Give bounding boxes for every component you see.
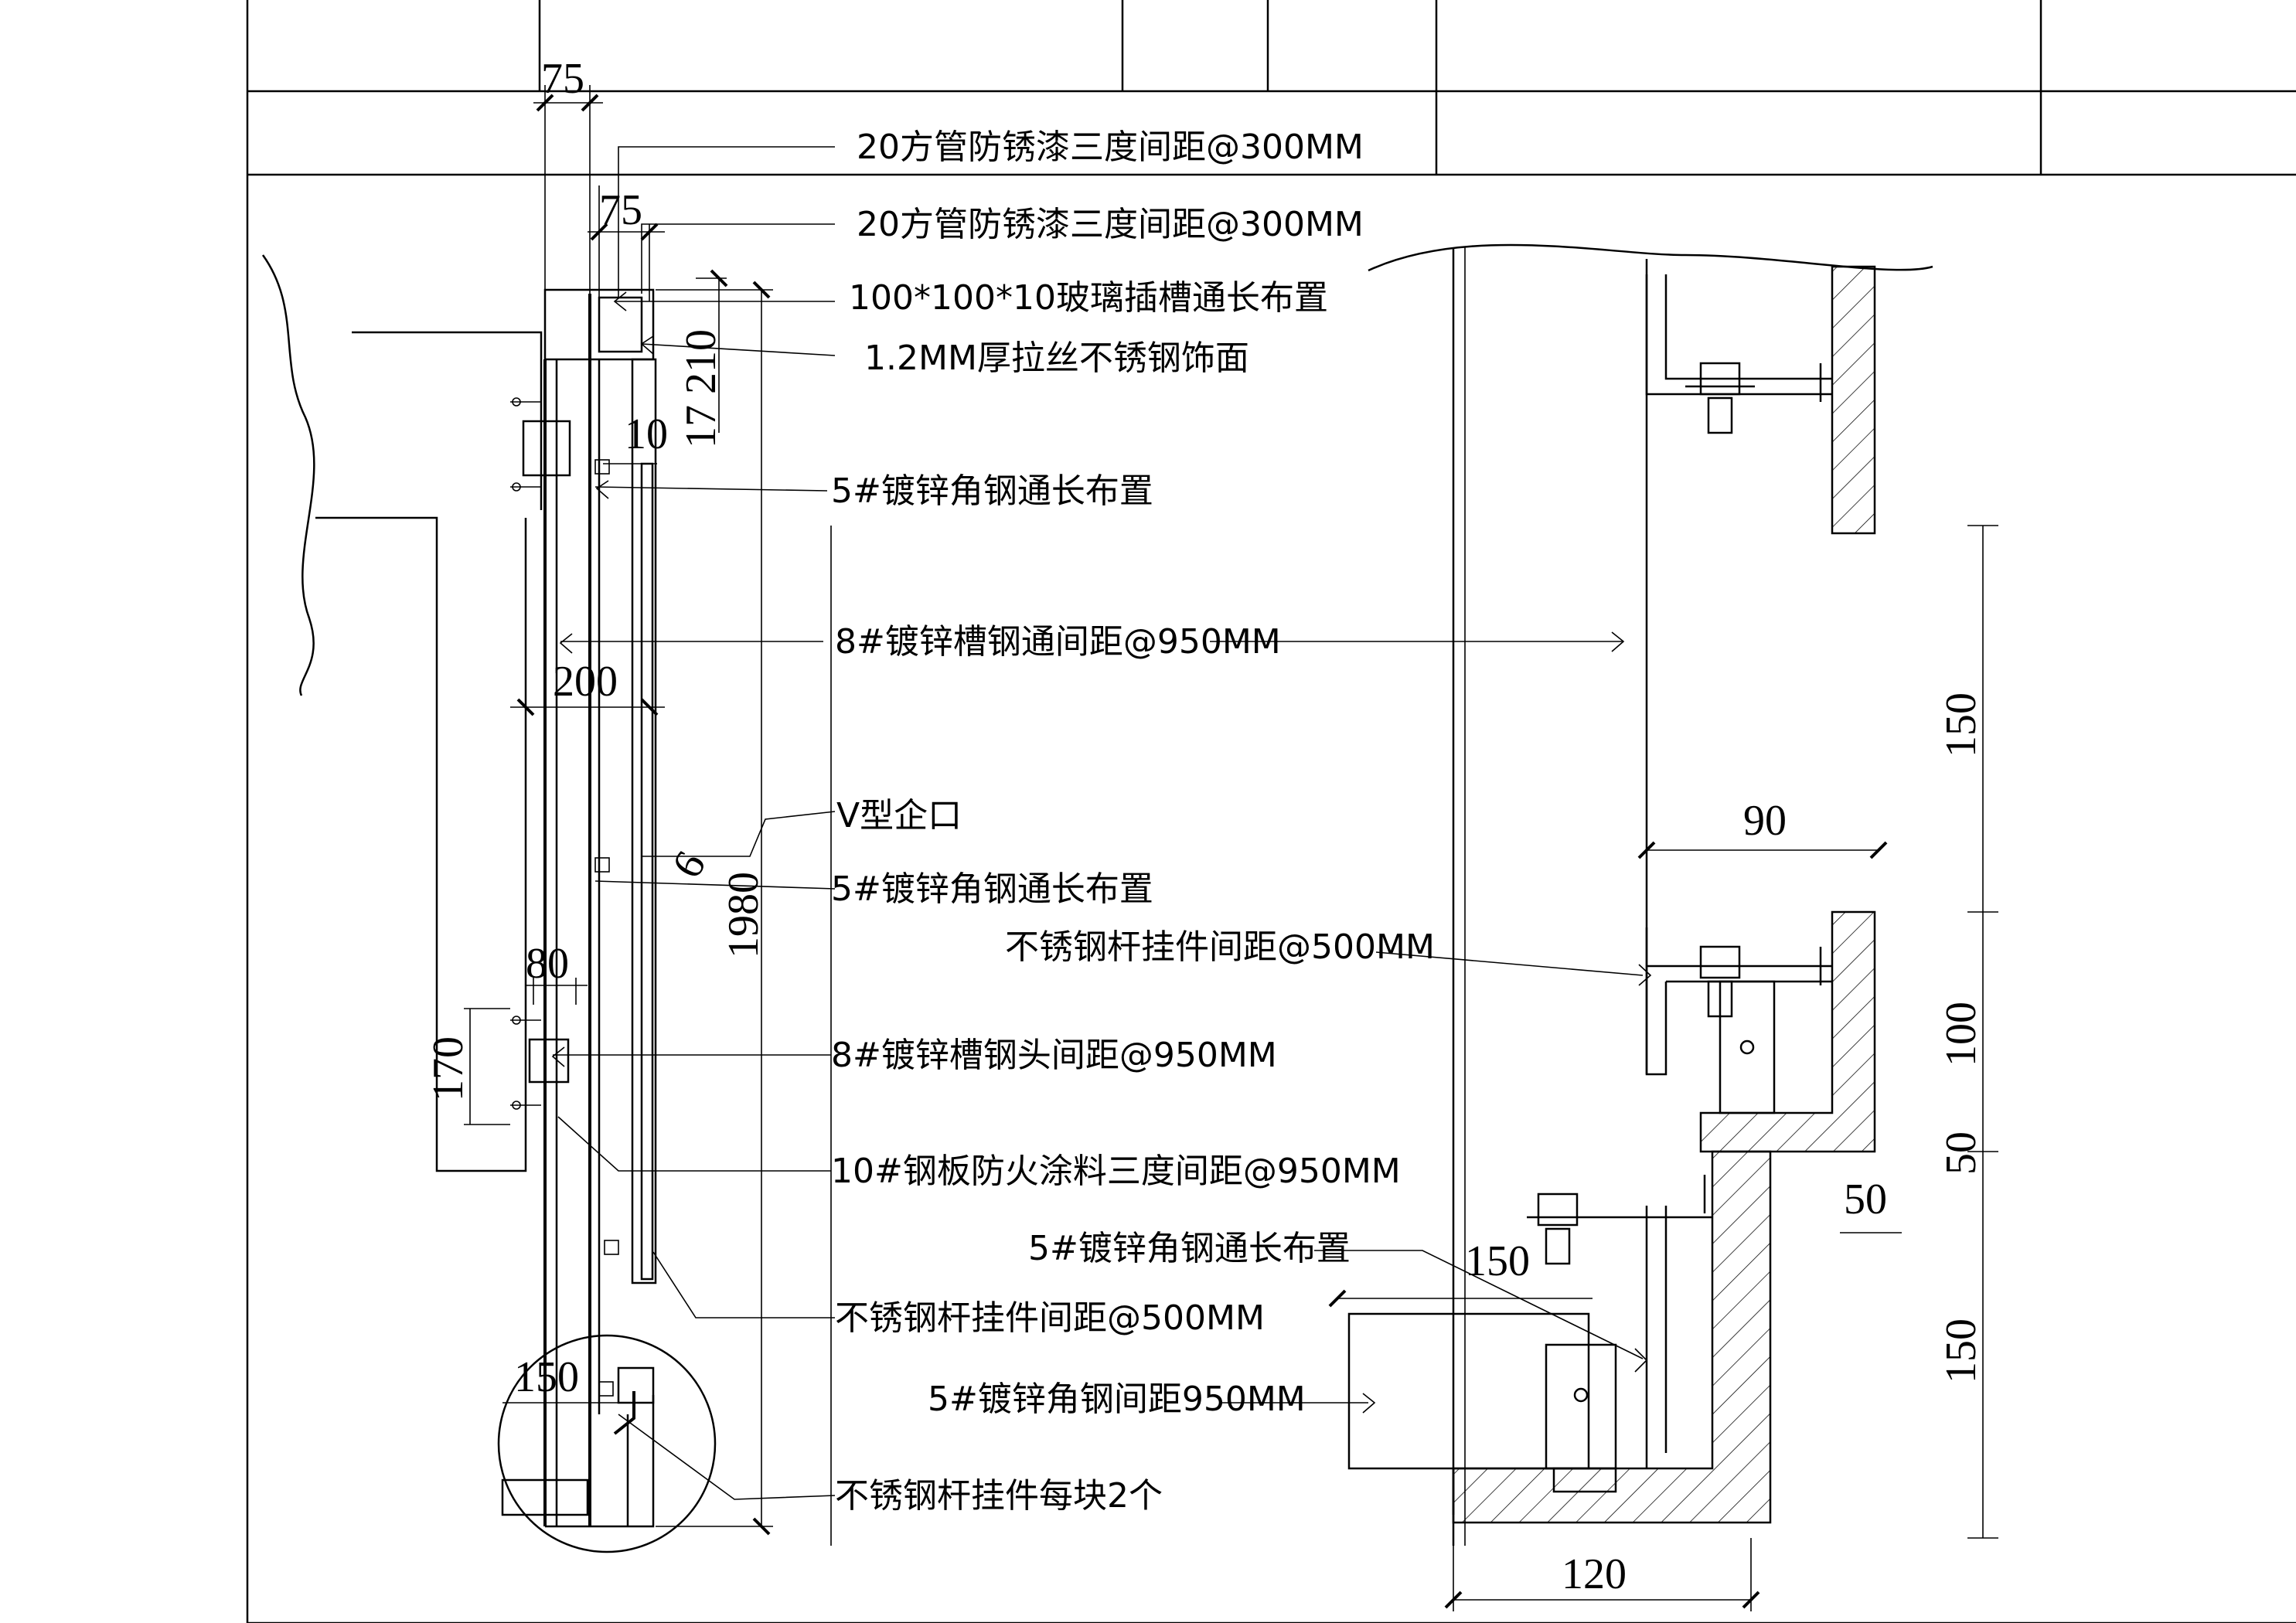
dim-100: 100 (1937, 1002, 1985, 1067)
label-angle-steel-spacing: 5#镀锌角钢间距950MM (928, 1380, 1306, 1419)
label-glass-slot: 100*100*10玻璃插槽通长布置 (849, 278, 1328, 318)
label-channel-head: 8#镀锌槽钢头间距@950MM (831, 1036, 1277, 1075)
dim-50-vertical: 50 (1937, 1131, 1985, 1175)
dim-17: 17 (677, 405, 725, 448)
dim-10: 10 (625, 410, 668, 458)
leader-lines-left (551, 146, 836, 1500)
dim-90: 90 (1743, 797, 1787, 845)
label-v-groove: V型企口 (836, 796, 962, 835)
dim-75-top: 75 (541, 55, 584, 103)
existing-structure-left (261, 254, 543, 1172)
dim-150-right-bottom: 150 (1937, 1318, 1985, 1383)
title-block-frame (246, 0, 2296, 1623)
label-rod-hanger-1: 不锈钢杆挂件间距@500MM (1005, 927, 1435, 967)
dim-210: 210 (677, 329, 725, 394)
dim-6: 6 (663, 843, 716, 886)
callout-labels: 20方管防锈漆三度间距@300MM 20方管防锈漆三度间距@300MM 100*… (831, 128, 1435, 1516)
dim-150-mid: 150 (1465, 1237, 1530, 1285)
label-channel-steel: 8#镀锌槽钢通间距@950MM (835, 622, 1281, 662)
label-rod-hanger-per-panel: 不锈钢杆挂件每块2个 (835, 1476, 1163, 1516)
label-stainless-finish: 1.2MM厚拉丝不锈钢饰面 (864, 339, 1249, 378)
cross-arrows (1210, 631, 1652, 1414)
label-steel-plate: 10#钢板防火涂料三度间距@950MM (831, 1152, 1401, 1191)
dim-120: 120 (1562, 1550, 1627, 1598)
dimensions-right: 150 100 50 150 90 50 150 120 (1328, 525, 1998, 1611)
dim-200: 200 (553, 658, 618, 706)
label-square-tube-1: 20方管防锈漆三度间距@300MM (857, 128, 1364, 167)
wall-section-left (497, 281, 832, 1553)
label-angle-steel-1: 5#镀锌角钢通长布置 (831, 471, 1153, 511)
dim-150-right-top: 150 (1937, 692, 1985, 757)
dimensions-left: 75 75 210 17 10 200 1980 6 80 170 (424, 55, 768, 1404)
label-rod-hanger-2: 不锈钢杆挂件间距@500MM (835, 1298, 1265, 1338)
label-square-tube-2: 20方管防锈漆三度间距@300MM (857, 205, 1364, 244)
dim-50-horizontal: 50 (1844, 1176, 1887, 1223)
label-angle-steel-3: 5#镀锌角钢通长布置 (1028, 1229, 1351, 1268)
dim-80: 80 (526, 940, 569, 988)
label-angle-steel-2: 5#镀锌角钢通长布置 (831, 869, 1153, 909)
dim-170: 170 (424, 1036, 472, 1101)
dim-75-mid: 75 (599, 186, 642, 234)
detail-section-right (1347, 243, 1933, 1546)
dim-150-detail: 150 (514, 1353, 579, 1401)
